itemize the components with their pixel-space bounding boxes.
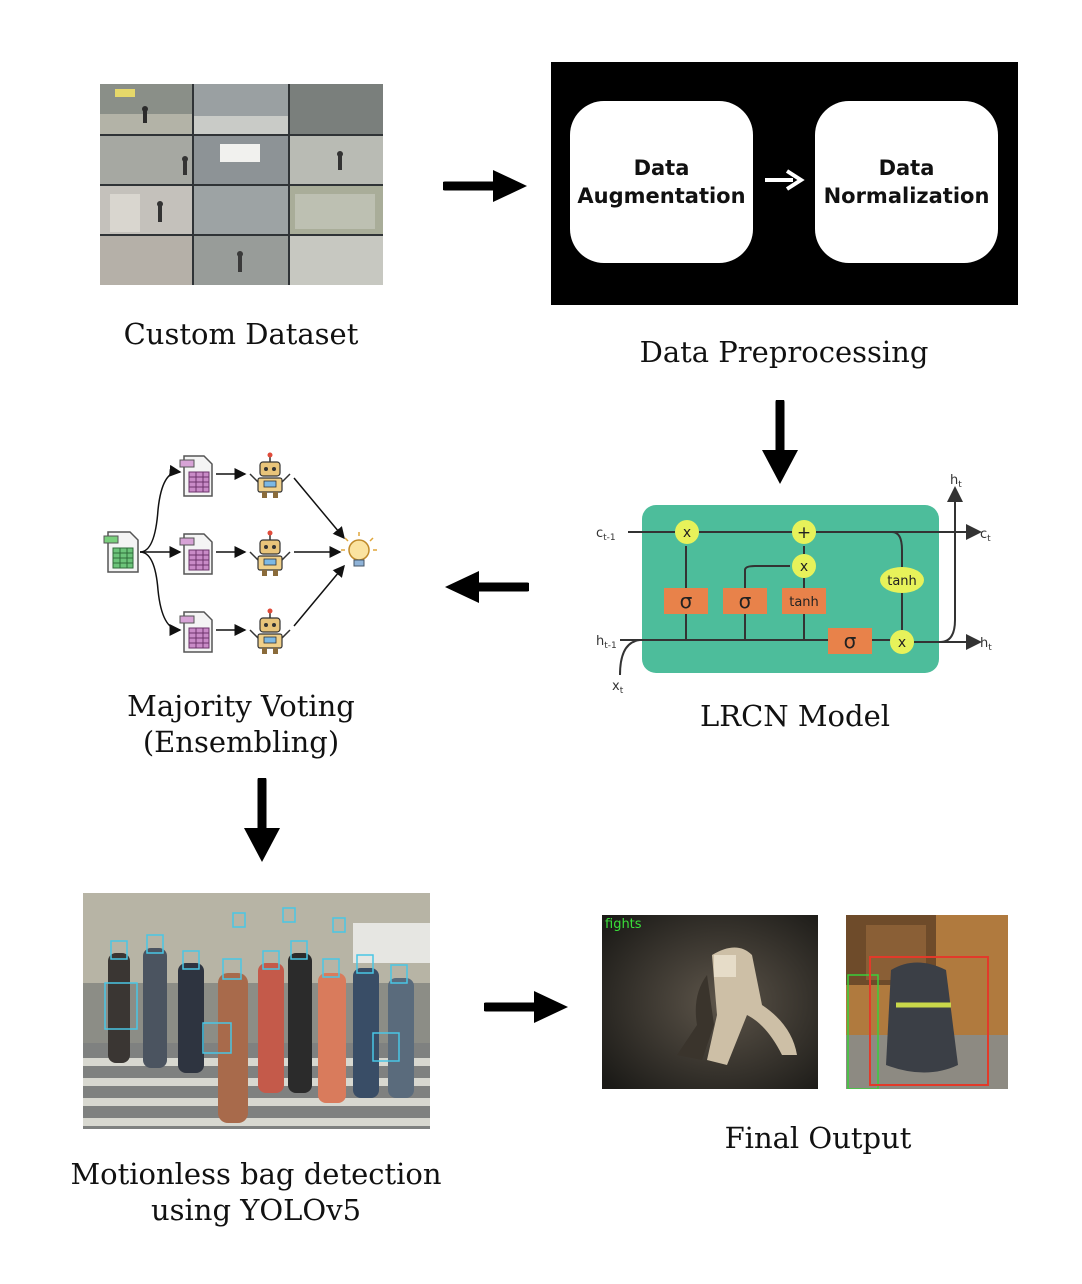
fight-label: fights xyxy=(605,917,642,932)
robot-model-icon-1 xyxy=(249,452,291,498)
yolo-detection-image xyxy=(83,893,430,1129)
svg-text:x: x xyxy=(683,525,691,541)
majority-voting-line1: Majority Voting xyxy=(127,689,355,723)
sigma-gate-3: σ xyxy=(828,628,872,654)
svg-text:tanh: tanh xyxy=(789,595,819,610)
c-t-label: ct xyxy=(980,527,991,544)
lrcn-caption: LRCN Model xyxy=(699,699,891,733)
svg-text:x: x xyxy=(898,635,906,651)
x-t-label: xt xyxy=(612,679,624,696)
robot-model-icon-2 xyxy=(249,530,291,576)
custom-dataset-image xyxy=(100,84,383,285)
bag-detection-line1: Motionless bag detection xyxy=(70,1157,442,1191)
final-output-caption: Final Output xyxy=(724,1121,912,1155)
robot-model-icon-3 xyxy=(249,608,291,654)
tanh-op: tanh xyxy=(880,567,924,593)
dataset-sheet-icon xyxy=(103,531,139,573)
c-prev-label: ct-1 xyxy=(596,526,616,543)
bag-detection-line2: using YOLOv5 xyxy=(150,1193,362,1227)
sigma-gate-2: σ xyxy=(723,588,767,614)
mult-op-1: x xyxy=(675,520,699,544)
h-prev-label: ht-1 xyxy=(596,634,617,651)
arrow-down-2 xyxy=(244,778,280,862)
data-augmentation-line2: Augmentation xyxy=(577,184,746,208)
arrow-left xyxy=(445,571,529,603)
bag-detection-caption: Motionless bag detection using YOLOv5 xyxy=(40,1156,472,1228)
subset-sheet-icon-2 xyxy=(179,533,213,575)
svg-text:σ: σ xyxy=(739,589,752,613)
svg-text:tanh: tanh xyxy=(887,574,917,589)
subset-sheet-icon-1 xyxy=(179,455,213,497)
fight-detection-image: fights xyxy=(602,915,818,1089)
h-t-label: ht xyxy=(980,636,992,653)
svg-text:σ: σ xyxy=(844,629,857,653)
h-top-label: ht xyxy=(950,473,962,490)
svg-text:+: + xyxy=(797,523,811,543)
preprocessing-arrow xyxy=(765,169,805,191)
arrow-right-1 xyxy=(443,170,527,202)
data-augmentation-line1: Data xyxy=(633,156,690,180)
mult-op-3: x xyxy=(890,630,914,654)
svg-text:σ: σ xyxy=(680,589,693,613)
ensemble-diagram xyxy=(103,452,377,654)
data-preprocessing-caption: Data Preprocessing xyxy=(639,335,929,369)
lrcn-diagram: σ σ tanh σ x + x tanh x ct-1 ht-1 xt ct … xyxy=(596,473,992,696)
arrow-down-1 xyxy=(762,400,798,484)
data-normalization-line1: Data xyxy=(878,156,935,180)
sigma-gate-1: σ xyxy=(664,588,708,614)
arrow-right-2 xyxy=(484,991,568,1023)
custom-dataset-caption: Custom Dataset xyxy=(123,317,359,351)
subset-sheet-icon-3 xyxy=(179,611,213,653)
mult-op-2: x xyxy=(792,554,816,578)
majority-voting-line2: (Ensembling) xyxy=(142,725,340,759)
data-normalization-line2: Normalization xyxy=(823,184,990,208)
add-op: + xyxy=(792,520,816,544)
lightbulb-icon xyxy=(341,532,377,567)
tanh-gate: tanh xyxy=(782,588,826,614)
majority-voting-caption: Majority Voting (Ensembling) xyxy=(80,688,402,760)
bag-detection-output-image xyxy=(846,915,1008,1089)
svg-text:x: x xyxy=(800,559,808,575)
